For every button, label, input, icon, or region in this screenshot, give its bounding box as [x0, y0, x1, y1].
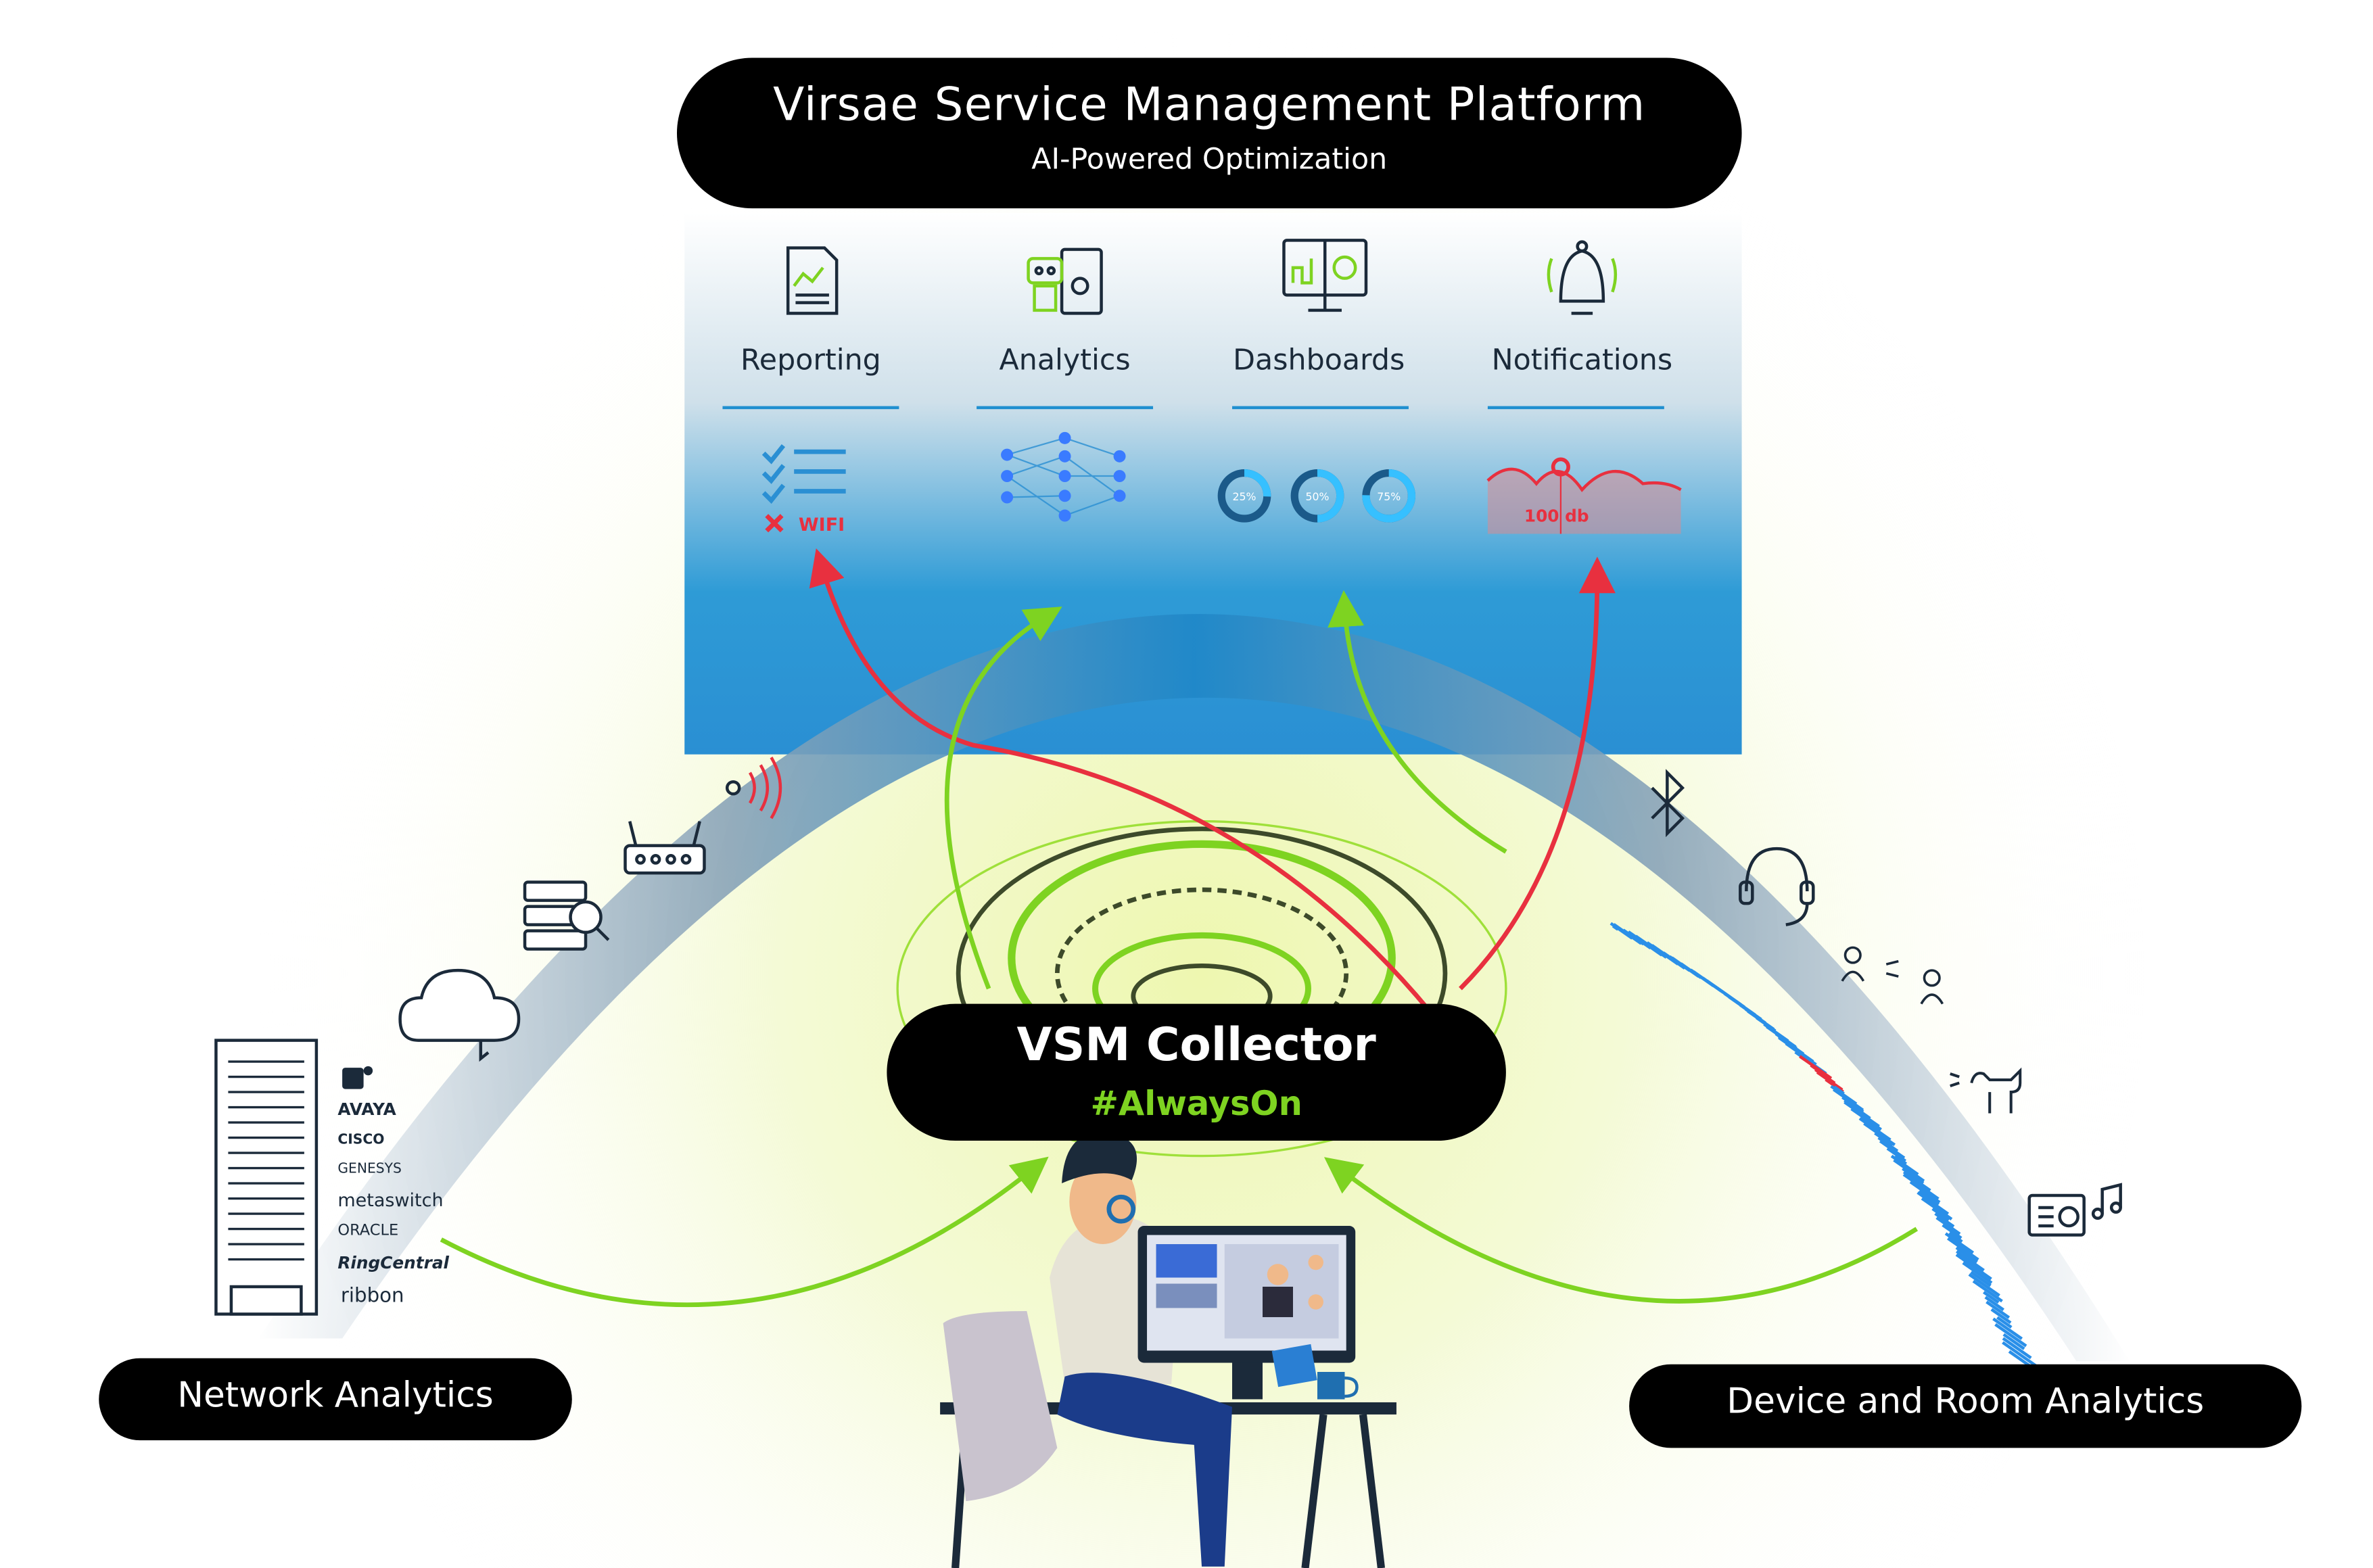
vendor-cisco: CISCO: [337, 1133, 385, 1149]
reporting-widget-text: WIFI: [799, 515, 845, 536]
platform-subtitle: AI-Powered Optimization: [1031, 143, 1388, 176]
sound-wave-bar: [1886, 1147, 1906, 1162]
feature-label-analytics[interactable]: Analytics: [999, 343, 1131, 377]
report-document-icon: [786, 246, 839, 315]
headset-icon: [1739, 847, 1815, 926]
arrow-to-analytics: [944, 607, 1062, 990]
checklist-icon: [761, 444, 846, 533]
sound-wave-bar: [1934, 1212, 1955, 1228]
sound-wave-bar: [1917, 1191, 1950, 1216]
sound-wave-bar: [1931, 1207, 1950, 1222]
vendor-metaswitch: metaswitch: [337, 1189, 444, 1211]
gauge-75: 75%: [1377, 490, 1401, 503]
arrow-to-notifications: [1459, 556, 1616, 991]
device-analytics-pill: Device and Room Analytics: [1629, 1364, 2302, 1448]
neural-network-icon: [1001, 431, 1126, 522]
music-note-icon: [2091, 1183, 2122, 1220]
sound-wave-bar: [1970, 1270, 1992, 1287]
sound-waveform: [1610, 922, 2039, 1373]
wifi-signal-icon: [725, 757, 782, 819]
sound-wave-bar: [1944, 1232, 1975, 1254]
sound-wave-bar: [1996, 1316, 2013, 1329]
network-analytics-label: Network Analytics: [177, 1376, 494, 1417]
sound-wave-bar: [1992, 1317, 2023, 1340]
arrow-to-reporting: [809, 548, 1432, 1014]
platform-title: Virsae Service Management Platform: [773, 78, 1646, 133]
robot-analytics-icon: [1027, 247, 1103, 315]
sound-wave-bar: [1902, 1173, 1940, 1200]
sound-wave-bar: [1894, 1154, 1908, 1166]
gauge-25: 25%: [1233, 490, 1256, 503]
sound-wave-bar: [1879, 1139, 1906, 1160]
sound-wave-bar: [1918, 1189, 1940, 1206]
sound-wave-bar: [1935, 1216, 1961, 1235]
sound-wave-bar: [1994, 1323, 2027, 1348]
server-search-icon: [523, 880, 610, 951]
gauge-50: 50%: [1305, 490, 1329, 503]
people-talking-icon: [1841, 946, 1944, 1005]
arrow-from-device: [1323, 1157, 1919, 1304]
sound-wave-bar: [1986, 1300, 2011, 1319]
sound-wave-bar: [1921, 1197, 1953, 1220]
sound-wave-bar: [1902, 1167, 1925, 1185]
feature-label-notifications[interactable]: Notifications: [1491, 343, 1673, 377]
collector-title: VSM Collector: [1016, 1019, 1376, 1072]
sound-wave-bar: [1962, 1261, 1993, 1285]
dashboard-monitor-icon: [1282, 239, 1368, 312]
feature-label-dashboards[interactable]: Dashboards: [1233, 343, 1405, 377]
sound-wave-bar: [1956, 1250, 1985, 1272]
alert-wave-icon: [1486, 457, 1682, 534]
sound-wave-bar: [1947, 1237, 1979, 1261]
radio-icon: [2027, 1193, 2086, 1237]
sound-wave-bar: [2002, 1337, 2032, 1360]
feature-label-reporting[interactable]: Reporting: [741, 343, 881, 377]
sound-wave-bar: [1990, 1308, 2012, 1325]
sound-wave-bar: [1902, 1170, 1931, 1192]
device-analytics-label: Device and Room Analytics: [1726, 1382, 2205, 1423]
cloud-icon: [398, 968, 521, 1062]
vendor-ribbon: ribbon: [340, 1285, 404, 1308]
platform-header: Virsae Service Management Platform AI-Po…: [676, 57, 1742, 209]
dog-icon: [1950, 1067, 2022, 1114]
arrow-from-network: [440, 1156, 1049, 1308]
person-at-desk-illustration: [940, 1133, 1396, 1568]
network-analytics-pill: Network Analytics: [99, 1358, 572, 1441]
server-rack-icon: [214, 1039, 319, 1316]
router-icon: [624, 821, 706, 875]
sound-wave-bar: [1984, 1296, 2004, 1312]
vendor-avaya: AVAYA: [337, 1099, 396, 1120]
collector-pill: VSM Collector #AlwaysOn: [887, 1003, 1506, 1141]
server-rack-slots: [228, 1060, 304, 1261]
collector-tagline: #AlwaysOn: [1090, 1086, 1302, 1124]
sound-wave-bar: [1955, 1246, 1978, 1264]
vendor-oracle: ORACLE: [337, 1222, 399, 1240]
sound-wave-bar: [1948, 1231, 1963, 1243]
bluetooth-icon: [1651, 769, 1685, 838]
sound-wave-bar: [2002, 1341, 2039, 1369]
vendor-list: AVAYA CISCO GENESYS metaswitch ORACLE Ri…: [337, 1095, 474, 1314]
sound-wave-bar: [1955, 1253, 1992, 1281]
sound-wave-bar: [1909, 1181, 1941, 1204]
sound-wave-bar: [1968, 1273, 2000, 1297]
connection-arc: [258, 614, 2130, 1362]
notifications-widget-text: 100 db: [1524, 506, 1589, 526]
sound-wave-bar: [1893, 1158, 1925, 1183]
teams-logo-icon: [342, 1066, 373, 1089]
sound-wave-bar: [1983, 1291, 2000, 1304]
arrow-to-dashboards: [1328, 590, 1507, 854]
sound-wave-bar: [1942, 1223, 1963, 1239]
sound-wave-bar: [1890, 1154, 1919, 1176]
sound-wave-bar: [1877, 1136, 1899, 1153]
vendor-ringcentral: RingCentral: [337, 1253, 449, 1273]
bell-icon: [1547, 240, 1618, 315]
sound-wave-bar: [1972, 1279, 2003, 1303]
vendor-genesys: GENESYS: [337, 1162, 402, 1178]
donut-gauges-icon: [1217, 469, 1416, 523]
sound-wave-bar: [2002, 1333, 2025, 1350]
